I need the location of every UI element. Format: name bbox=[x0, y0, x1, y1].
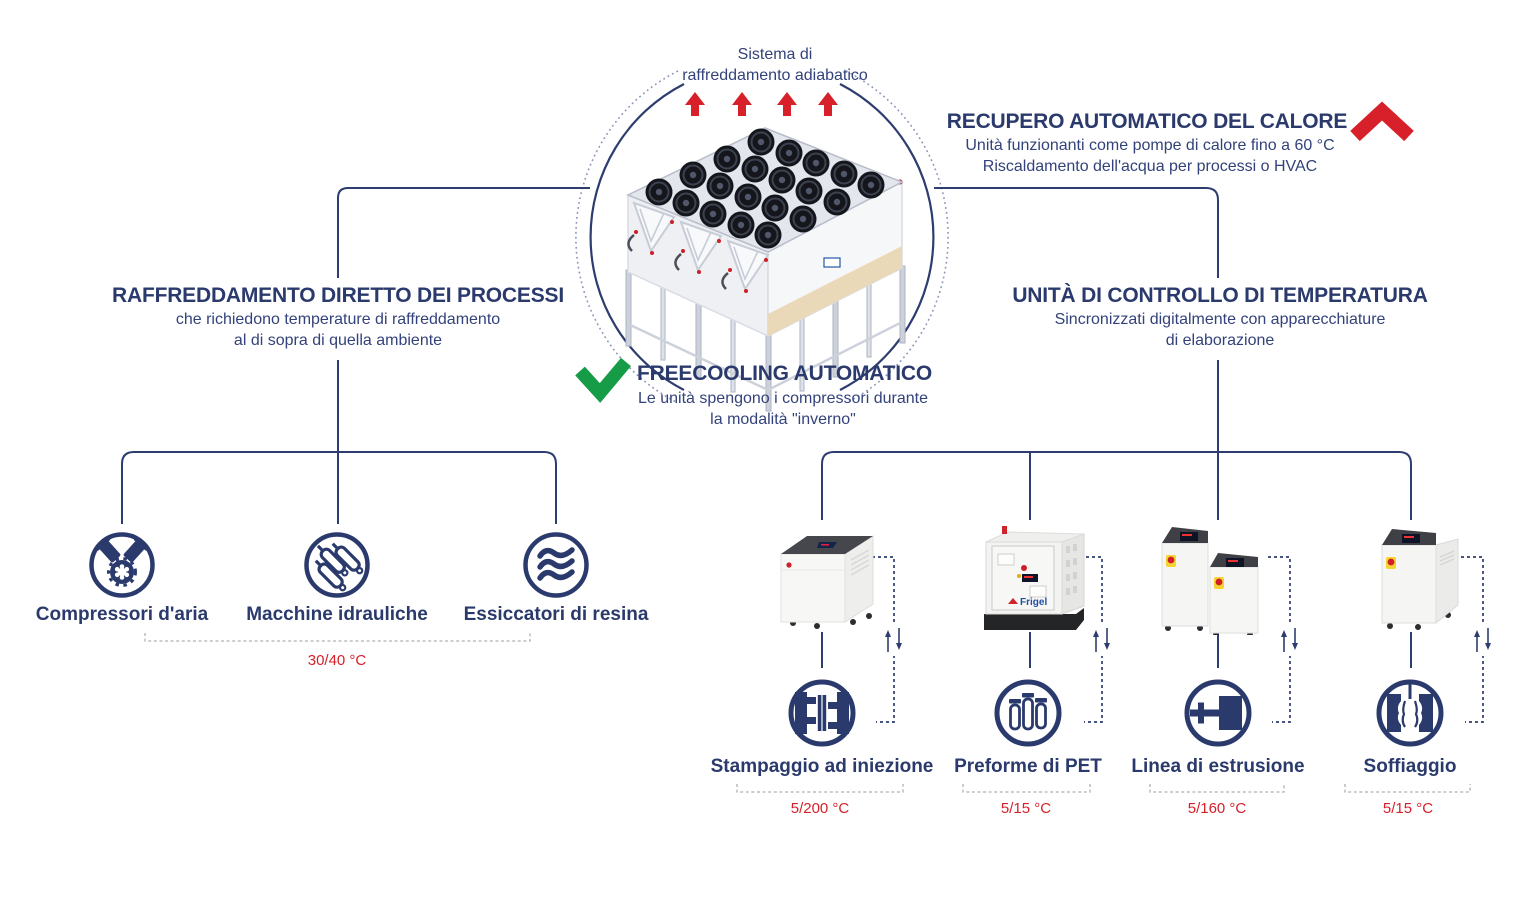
svg-text:Frigel: Frigel bbox=[1020, 597, 1047, 608]
tcu-machine-image-slim bbox=[1381, 529, 1459, 630]
dotted-arc-left bbox=[575, 70, 679, 404]
cooler-logo-mark bbox=[823, 257, 841, 268]
tcu-machine-image-dual bbox=[1161, 527, 1259, 635]
temperature-range: 5/200 °C bbox=[790, 800, 850, 817]
circle-arc-right bbox=[839, 83, 935, 391]
extrusion-line-icon bbox=[1184, 679, 1252, 747]
temperature-brackets bbox=[144, 633, 1471, 793]
temperature-control-title: UNITÀ DI CONTROLLO DI TEMPERATURA bbox=[1012, 284, 1428, 307]
adiabatic-cooler-image bbox=[625, 127, 906, 412]
resin-dryer-icon bbox=[523, 532, 589, 598]
direct-cooling-line2: al di sopra di quella ambiente bbox=[233, 332, 443, 349]
connector-right-branch bbox=[821, 187, 1412, 668]
pet-preform-icon bbox=[994, 679, 1062, 747]
application-label: Stampaggio ad iniezione bbox=[710, 756, 934, 777]
freecooling-title: FREECOOLING AUTOMATICO bbox=[637, 362, 933, 385]
application-label: Linea di estrusione bbox=[1131, 756, 1305, 777]
cooler-v-modules bbox=[632, 201, 770, 292]
connector-left-branch bbox=[121, 187, 590, 524]
frigel-logo: Frigel bbox=[1008, 597, 1047, 608]
up-arrow-icon bbox=[818, 92, 838, 116]
process-label: Macchine idrauliche bbox=[246, 604, 428, 625]
application-label: Soffiaggio bbox=[1363, 756, 1457, 777]
temperature-control-line2: di elaborazione bbox=[1165, 332, 1275, 349]
air-compressor-icon bbox=[89, 532, 155, 598]
heat-recovery-title: RECUPERO AUTOMATICO DEL CALORE bbox=[946, 110, 1348, 133]
temperature-range: 5/160 °C bbox=[1187, 800, 1247, 817]
process-label: Essiccatori di resina bbox=[463, 604, 649, 625]
cooler-fans bbox=[645, 128, 885, 249]
temperature-range: 30/40 °C bbox=[307, 652, 367, 669]
cooler-braces bbox=[627, 320, 903, 392]
flow-direction-arrows-icon bbox=[882, 624, 1497, 656]
up-arrow-icon bbox=[685, 92, 705, 116]
up-arrow-icon bbox=[732, 92, 752, 116]
temperature-control-line1: Sincronizzati digitalmente con apparecch… bbox=[1054, 311, 1386, 328]
up-arrow-icon bbox=[777, 92, 797, 116]
injection-molding-icon bbox=[788, 679, 856, 747]
dotted-arc-right bbox=[845, 70, 949, 404]
chevron-up-icon bbox=[1350, 101, 1414, 142]
temperature-range: 5/15 °C bbox=[1000, 800, 1052, 817]
circle-arc-left bbox=[589, 83, 685, 391]
airflow-arrows-icon bbox=[685, 92, 838, 116]
blow-molding-icon bbox=[1376, 679, 1444, 747]
direct-cooling-line1: che richiedono temperature di raffreddam… bbox=[175, 311, 501, 328]
heat-recovery-line1: Unità funzionanti come pompe di calore f… bbox=[965, 137, 1335, 154]
direct-cooling-title: RAFFREDDAMENTO DIRETTO DEI PROCESSI bbox=[112, 284, 564, 307]
heat-recovery-line2: Riscaldamento dell'acqua per processi o … bbox=[982, 158, 1318, 175]
adiabatic-system-caption: Sistema di raffreddamento adiabatico bbox=[682, 46, 868, 84]
hydraulic-machine-icon bbox=[304, 532, 370, 598]
check-icon bbox=[575, 357, 631, 403]
freecooling-line1: Le unità spengono i compressori durante bbox=[638, 390, 928, 407]
temperature-range: 5/15 °C bbox=[1382, 800, 1434, 817]
freecooling-line2: la modalità "inverno" bbox=[710, 411, 856, 428]
application-label: Preforme di PET bbox=[954, 756, 1102, 777]
tcu-machine-image bbox=[780, 535, 874, 629]
tcu-machine-image-frigel: Frigel bbox=[984, 526, 1085, 630]
process-label: Compressori d'aria bbox=[35, 604, 209, 625]
